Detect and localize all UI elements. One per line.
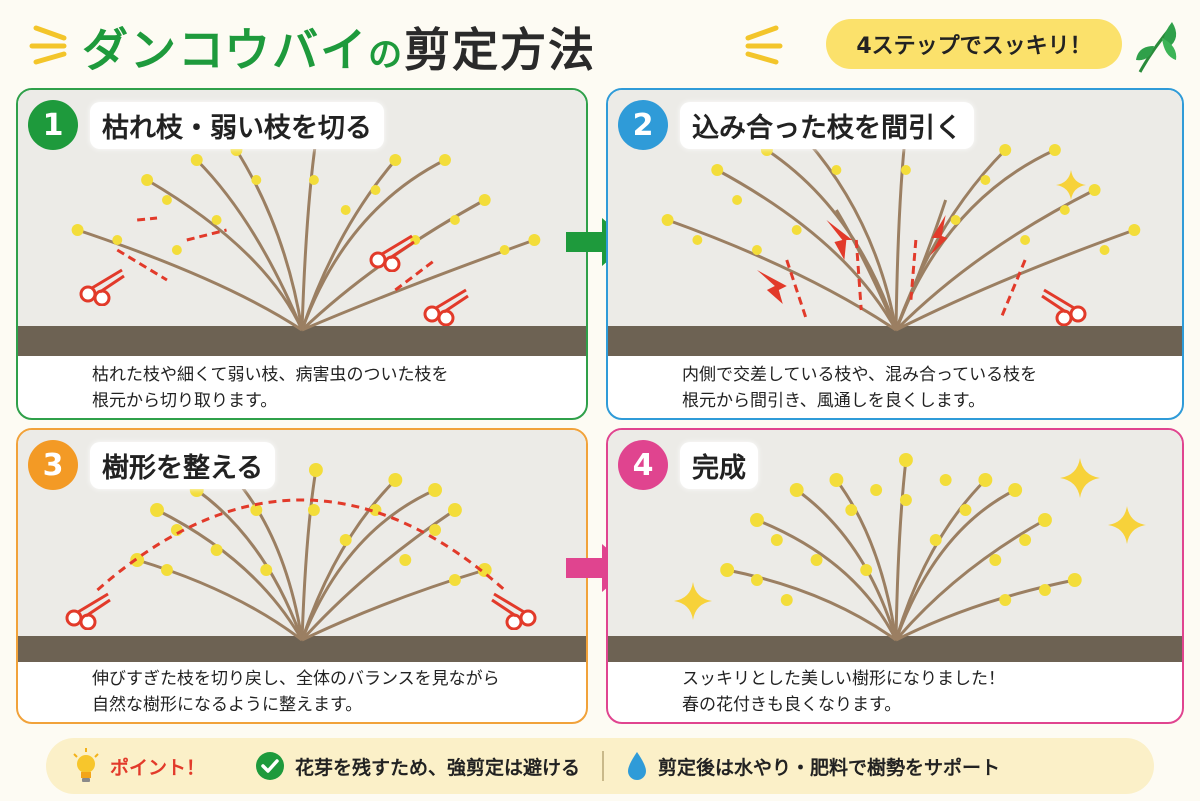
- step-title: 込み合った枝を間引く: [680, 101, 974, 149]
- step-title: 完成: [680, 441, 758, 489]
- step-3-header: 3 樹形を整える: [28, 440, 276, 490]
- scissors-icon: [79, 268, 125, 306]
- tip-pruning: 花芽を残すため、強剪定は避ける: [255, 751, 580, 781]
- caption-line: スッキリとした美しい樹形になりました！: [682, 669, 1005, 689]
- sparkle-icon: [674, 582, 712, 620]
- tip-text: 花芽を残すため、強剪定は避ける: [295, 756, 581, 779]
- step-4-panel: 4 完成 スッキリとした美しい樹形になりました！ 春の花付きも良くなります。: [606, 428, 1184, 724]
- caption-line: 根元から切り取ります。: [92, 391, 278, 411]
- step-caption: 内側で交差している枝や、混み合っている枝を 根元から間引き、風通しを良くします。: [608, 354, 1182, 418]
- scissors-icon: [423, 288, 469, 326]
- step-number: 3: [28, 440, 78, 490]
- step-title: 樹形を整える: [90, 441, 276, 489]
- scissors-icon: [491, 592, 537, 630]
- step-caption: 伸びすぎた枝を切り戻し、全体のバランスを見ながら 自然な樹形になるように整えます…: [18, 660, 586, 722]
- scissors-icon: [1041, 288, 1087, 326]
- caption-line: 伸びすぎた枝を切り戻し、全体のバランスを見ながら: [92, 669, 500, 689]
- step-2-panel: 2 込み合った枝を間引く 内側で交差している枝や、混み合っている枝を 根元から間…: [606, 88, 1184, 420]
- point-bar: ポイント！ 花芽を残すため、強剪定は避ける 剪定後は水やり・肥料で樹勢をサポート: [46, 738, 1154, 794]
- step-4-header: 4 完成: [618, 440, 758, 490]
- tip-text: 剪定後は水やり・肥料で樹勢をサポート: [658, 756, 1001, 779]
- water-drop-icon: [628, 752, 647, 780]
- scissors-icon: [369, 234, 415, 272]
- step-title: 枯れ枝・弱い枝を切る: [90, 101, 384, 149]
- step-caption: スッキリとした美しい樹形になりました！ 春の花付きも良くなります。: [608, 660, 1182, 722]
- sparkle-icon: [1056, 170, 1086, 200]
- scissors-icon: [65, 592, 111, 630]
- steps-badge: 4ステップでスッキリ！: [826, 19, 1122, 69]
- sparkle-icon: [1108, 506, 1146, 544]
- caption-line: 枯れた枝や細くて弱い枝、病害虫のついた枝を: [92, 365, 449, 385]
- step-number: 4: [618, 440, 668, 490]
- title-no: の: [368, 35, 405, 75]
- sparkle-lines-right-icon: [745, 25, 783, 65]
- caption-line: 内側で交差している枝や、混み合っている枝を: [682, 365, 1038, 385]
- caption-line: 根元から間引き、風通しを良くします。: [682, 391, 986, 411]
- header: ダンコウバイの剪定方法 4ステップでスッキリ！: [0, 0, 1200, 88]
- step-3-panel: 3 樹形を整える 伸びすぎた枝を切り戻し、全体のバランスを見ながら 自然な樹形に…: [16, 428, 588, 724]
- step-1-panel: 1 枯れ枝・弱い枝を切る 枯れた枝や細くて弱い枝、病害虫のついた枝を 根元から切…: [16, 88, 588, 420]
- divider: [602, 751, 605, 781]
- light-bulb-icon: [73, 748, 99, 782]
- leaf-icon: [1136, 22, 1177, 73]
- caption-line: 春の花付きも良くなります。: [682, 695, 902, 715]
- page-title: ダンコウバイの剪定方法: [82, 14, 596, 80]
- sparkle-lines-left-icon: [29, 25, 67, 65]
- title-part1: ダンコウバイ: [82, 23, 369, 77]
- step-1-header: 1 枯れ枝・弱い枝を切る: [28, 100, 384, 150]
- sparkle-icon: [1060, 458, 1100, 498]
- caption-line: 自然な樹形になるように整えます。: [92, 695, 363, 715]
- step-number: 2: [618, 100, 668, 150]
- point-label: ポイント！: [110, 756, 206, 779]
- check-circle-icon: [256, 752, 285, 780]
- step-2-header: 2 込み合った枝を間引く: [618, 100, 974, 150]
- step-number: 1: [28, 100, 78, 150]
- step-caption: 枯れた枝や細くて弱い枝、病害虫のついた枝を 根元から切り取ります。: [18, 354, 586, 418]
- tip-care: 剪定後は水やり・肥料で樹勢をサポート: [626, 751, 1000, 781]
- title-part2: 剪定方法: [404, 23, 597, 77]
